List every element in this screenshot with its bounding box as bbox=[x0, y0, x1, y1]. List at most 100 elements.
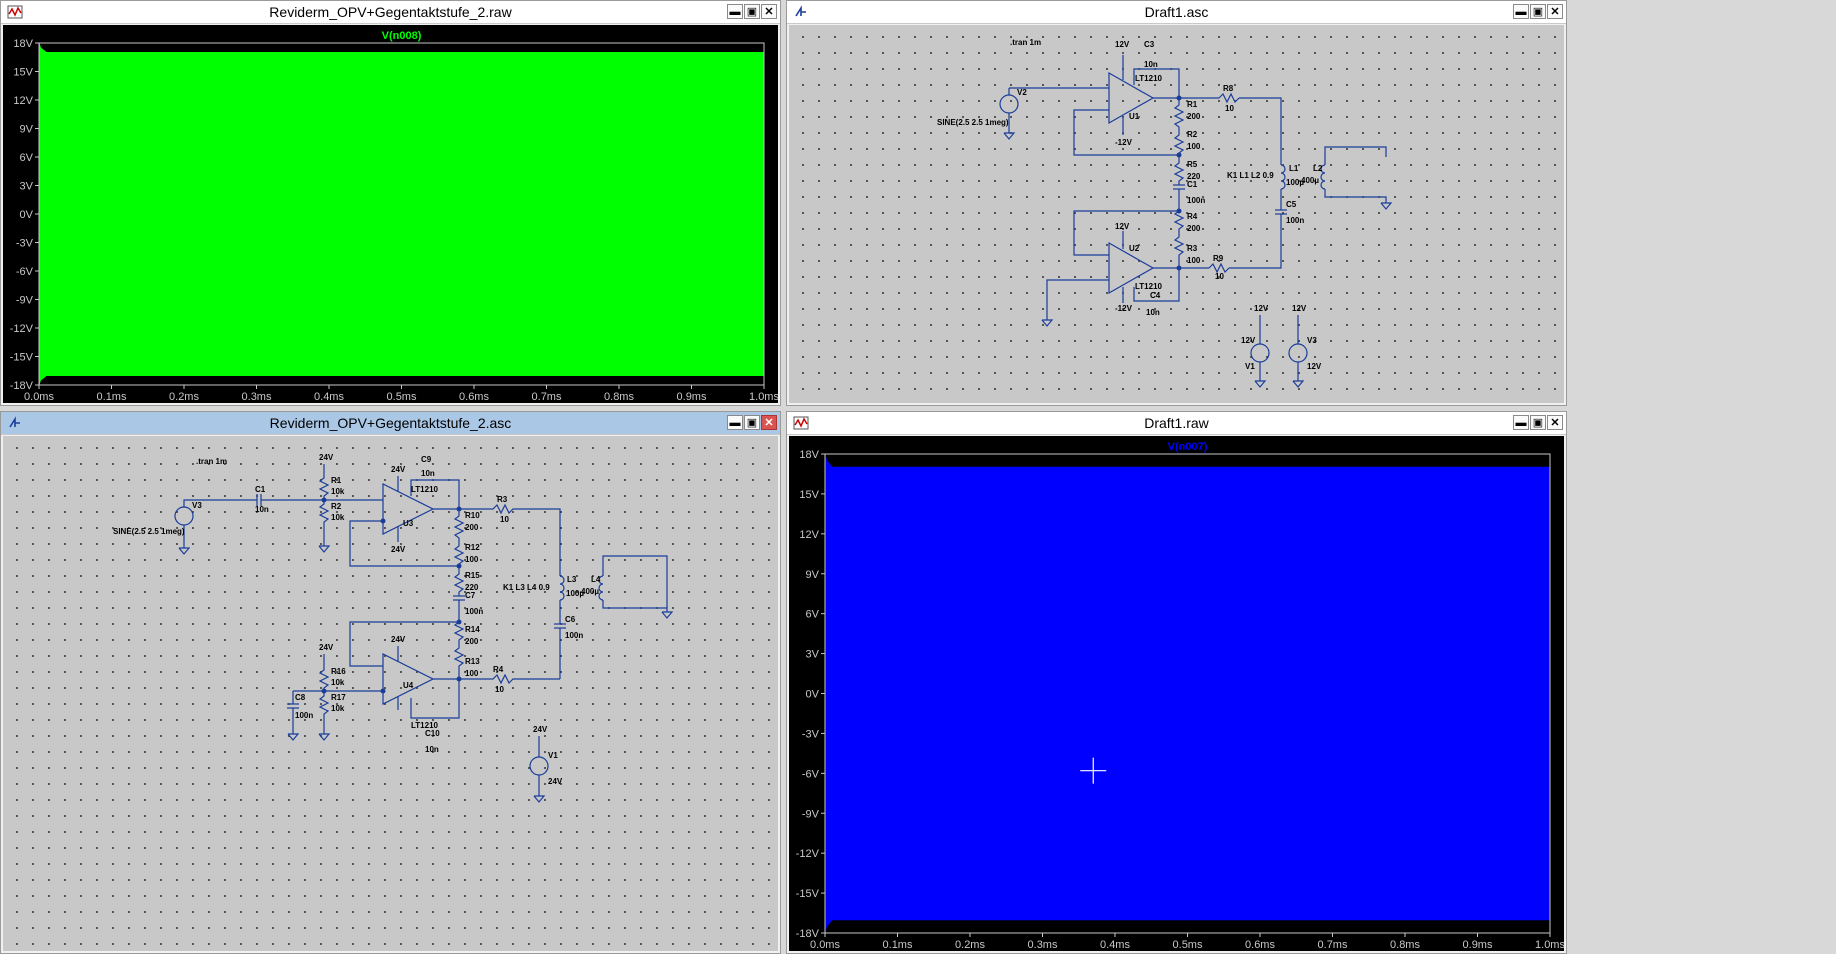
lt1210-label: LT1210 bbox=[411, 721, 439, 730]
window-title: Draft1.asc bbox=[1144, 4, 1209, 20]
c10-label: C10 bbox=[425, 729, 440, 738]
v3-label: V3 bbox=[1307, 336, 1317, 345]
minimize-button[interactable]: ▬ bbox=[1513, 415, 1529, 430]
r17-value: 10k bbox=[331, 704, 345, 713]
schematic-canvas[interactable]: .tran 1m SINE(2.5 2.5 1meg) K1 L1 L2 0.9… bbox=[789, 25, 1564, 403]
x-tick-label: 0.4ms bbox=[314, 391, 344, 403]
x-tick-label: 0.0ms bbox=[810, 939, 840, 951]
lt1210-label: LT1210 bbox=[1135, 74, 1163, 83]
x-tick-label: 0.1ms bbox=[883, 939, 913, 951]
waveform-window-reviderm[interactable]: Reviderm_OPV+Gegentaktstufe_2.raw ▬ ▣ ✕ … bbox=[0, 0, 781, 406]
close-button[interactable]: ✕ bbox=[761, 4, 777, 19]
schematic-window-draft1[interactable]: Draft1.asc ▬ ▣ ✕ bbox=[786, 0, 1567, 406]
trace-series-area[interactable] bbox=[824, 453, 1551, 934]
r8-value: 10 bbox=[1225, 104, 1234, 113]
waveform-plot[interactable]: V(n007)18V15V12V9V6V3V0V-3V-6V-9V-12V-15… bbox=[789, 436, 1564, 951]
minimize-button[interactable]: ▬ bbox=[727, 415, 743, 430]
c7-value: 100n bbox=[465, 607, 483, 616]
x-tick-label: 1.0ms bbox=[1535, 939, 1564, 951]
restore-button[interactable]: ▣ bbox=[1530, 415, 1546, 430]
minimize-button[interactable]: ▬ bbox=[1513, 4, 1529, 19]
x-tick-label: 0.2ms bbox=[955, 939, 985, 951]
v3-value: 12V bbox=[1307, 362, 1322, 371]
close-button[interactable]: ✕ bbox=[1547, 415, 1563, 430]
restore-button[interactable]: ▣ bbox=[744, 415, 760, 430]
x-tick-label: 1.0ms bbox=[749, 391, 778, 403]
v1-value: 24V bbox=[548, 777, 563, 786]
title-bar[interactable]: Draft1.asc ▬ ▣ ✕ bbox=[787, 1, 1566, 24]
r17-label: R17 bbox=[331, 693, 346, 702]
waveform-icon bbox=[7, 5, 23, 19]
v1-label: V1 bbox=[548, 751, 558, 760]
trace-label[interactable]: V(n007) bbox=[1168, 441, 1208, 453]
l2-value: 400µ bbox=[1301, 176, 1319, 185]
r15-value: 220 bbox=[465, 583, 479, 592]
close-button[interactable]: ✕ bbox=[761, 415, 777, 430]
coupling-label: K1 L3 L4 0.9 bbox=[503, 583, 550, 592]
schematic-drawing[interactable]: .tran 1m SINE(2.5 2.5 1meg) K1 L1 L2 0.9… bbox=[789, 25, 1564, 403]
c6-value: 100n bbox=[565, 631, 583, 640]
close-button[interactable]: ✕ bbox=[1547, 4, 1563, 19]
supply-label: 24V bbox=[533, 725, 548, 734]
r13-label: R13 bbox=[465, 657, 480, 666]
y-tick-label: -12V bbox=[796, 848, 820, 860]
c4-label: C4 bbox=[1150, 291, 1161, 300]
r14-label: R14 bbox=[465, 625, 480, 634]
trace-series-area[interactable] bbox=[38, 42, 765, 386]
l2-label: L2 bbox=[1313, 164, 1323, 173]
restore-button[interactable]: ▣ bbox=[1530, 4, 1546, 19]
l4-label: L4 bbox=[591, 575, 601, 584]
x-tick-label: 0.6ms bbox=[1245, 939, 1275, 951]
y-tick-label: -15V bbox=[796, 888, 820, 900]
r1-value: 200 bbox=[1187, 112, 1201, 121]
window-title: Reviderm_OPV+Gegentaktstufe_2.raw bbox=[269, 4, 512, 20]
x-tick-label: 0.4ms bbox=[1100, 939, 1130, 951]
r4-label: R4 bbox=[493, 665, 504, 674]
trace-label[interactable]: V(n008) bbox=[382, 30, 422, 42]
c1-value: 10n bbox=[255, 505, 269, 514]
source-value-label: SINE(2.5 2.5 1meg) bbox=[113, 527, 185, 536]
y-tick-label: -6V bbox=[16, 266, 34, 278]
x-tick-label: 0.8ms bbox=[1390, 939, 1420, 951]
schematic-drawing[interactable]: .tran 1m SINE(2.5 2.5 1meg) K1 L3 L4 0.9… bbox=[3, 436, 778, 951]
y-tick-label: 18V bbox=[799, 449, 819, 461]
c8-label: C8 bbox=[295, 693, 306, 702]
c1-value: 100n bbox=[1187, 196, 1205, 205]
supply-label: 12V bbox=[1115, 40, 1130, 49]
waveform-plot[interactable]: V(n008)18V15V12V9V6V3V0V-3V-6V-9V-12V-15… bbox=[3, 25, 778, 403]
schematic-canvas[interactable]: .tran 1m SINE(2.5 2.5 1meg) K1 L3 L4 0.9… bbox=[3, 436, 778, 951]
r10-value: 200 bbox=[465, 523, 479, 532]
schematic-icon bbox=[795, 5, 806, 17]
title-bar[interactable]: Reviderm_OPV+Gegentaktstufe_2.raw ▬ ▣ ✕ bbox=[1, 1, 780, 24]
r3-label: R3 bbox=[1187, 244, 1198, 253]
x-tick-label: 0.2ms bbox=[169, 391, 199, 403]
r9-label: R9 bbox=[1213, 254, 1224, 263]
lt1210-label: LT1210 bbox=[411, 485, 439, 494]
y-tick-label: -9V bbox=[802, 808, 820, 820]
title-bar[interactable]: Reviderm_OPV+Gegentaktstufe_2.asc ▬ ▣ ✕ bbox=[1, 412, 780, 435]
v1-label: V1 bbox=[1245, 362, 1255, 371]
r4-value: 10 bbox=[495, 685, 504, 694]
lt1210-label: LT1210 bbox=[1135, 282, 1163, 291]
r9-value: 10 bbox=[1215, 272, 1224, 281]
r12-value: 100 bbox=[465, 555, 479, 564]
supply-label: -12V bbox=[1115, 138, 1133, 147]
l4-value: 400µ bbox=[581, 587, 599, 596]
c1-label: C1 bbox=[255, 485, 266, 494]
schematic-window-reviderm[interactable]: Reviderm_OPV+Gegentaktstufe_2.asc ▬ ▣ ✕ bbox=[0, 411, 781, 954]
restore-button[interactable]: ▣ bbox=[744, 4, 760, 19]
r4-value: 200 bbox=[1187, 224, 1201, 233]
x-tick-label: 0.3ms bbox=[242, 391, 272, 403]
y-tick-label: 0V bbox=[20, 209, 34, 221]
x-tick-label: 0.1ms bbox=[97, 391, 127, 403]
l1-label: L1 bbox=[1289, 164, 1299, 173]
y-tick-label: 12V bbox=[799, 529, 819, 541]
minimize-button[interactable]: ▬ bbox=[727, 4, 743, 19]
y-tick-label: -18V bbox=[10, 380, 34, 392]
c7-label: C7 bbox=[465, 591, 476, 600]
y-tick-label: 3V bbox=[20, 181, 34, 193]
title-bar[interactable]: Draft1.raw ▬ ▣ ✕ bbox=[787, 412, 1566, 435]
